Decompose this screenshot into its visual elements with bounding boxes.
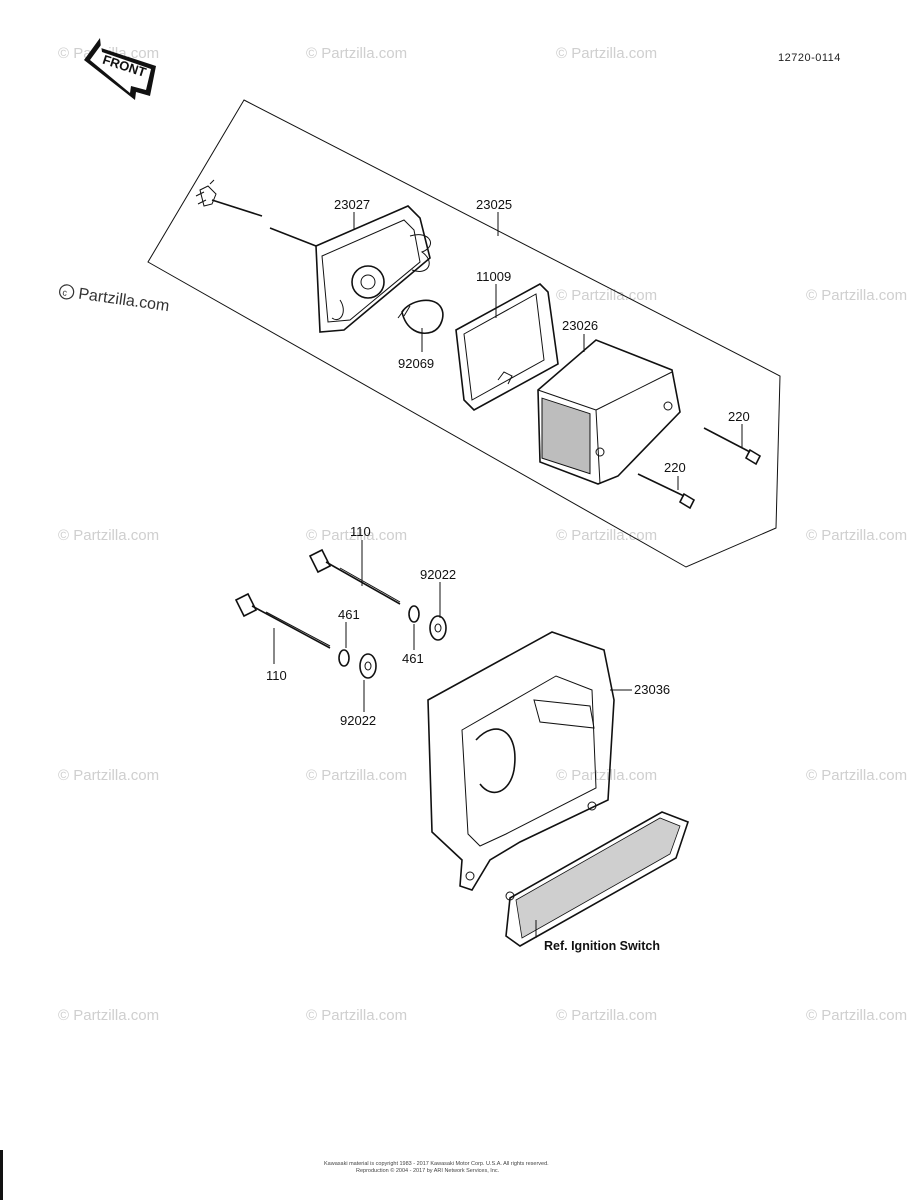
part-220-screw-lower — [637, 473, 696, 510]
diagram-code: 12720-0114 — [778, 52, 841, 64]
svg-text:c: c — [62, 287, 68, 298]
callout-461-upper: 461 — [338, 607, 360, 622]
callout-23036: 23036 — [634, 682, 670, 697]
part-220-screw-upper — [703, 427, 762, 466]
watermark: © Partzilla.com — [806, 767, 907, 784]
watermark: © Partzilla.com — [806, 1007, 907, 1024]
watermark: © Partzilla.com — [556, 767, 657, 784]
watermark: © Partzilla.com — [306, 1007, 407, 1024]
watermark: © Partzilla.com — [556, 1007, 657, 1024]
leader-lines — [273, 212, 743, 938]
part-110-bolt-upper — [308, 548, 401, 605]
watermark: © Partzilla.com — [806, 527, 907, 544]
watermark: © Partzilla.com — [58, 527, 159, 544]
callout-110-upper: 110 — [350, 524, 371, 539]
scan-edge-mark — [0, 1150, 3, 1200]
callout-92022-upper: 92022 — [420, 567, 456, 582]
callout-11009: 11009 — [476, 269, 511, 284]
callout-92069: 92069 — [398, 356, 434, 371]
callout-labels: 23027 23025 11009 92069 23026 220 220 11… — [266, 197, 750, 953]
copyright-line-1: Kawasaki material is copyright 1983 - 20… — [324, 1161, 549, 1167]
watermark: © Partzilla.com — [806, 287, 907, 304]
watermark: © Partzilla.com — [306, 767, 407, 784]
part-461-lock-washer-upper — [408, 605, 420, 623]
part-23026-lens — [537, 339, 681, 485]
callout-220-lower: 220 — [664, 460, 686, 475]
part-92022-washer-lower — [359, 653, 377, 679]
partzilla-watermark-dark: c Partzilla.com — [59, 284, 170, 316]
watermark: © Partzilla.com — [306, 527, 407, 544]
watermark-text: Partzilla.com — [77, 286, 170, 316]
part-110-bolt-lower — [234, 592, 331, 649]
callout-ref-ignition-switch: Ref. Ignition Switch — [544, 939, 660, 953]
watermark: © Partzilla.com — [58, 767, 159, 784]
assembly-23025-boundary — [147, 99, 781, 568]
callout-110-lower: 110 — [266, 668, 287, 683]
watermark: © Partzilla.com — [556, 527, 657, 544]
part-92022-washer-upper — [429, 615, 447, 641]
part-461-lock-washer-lower — [338, 649, 350, 667]
callout-23026: 23026 — [562, 318, 598, 333]
watermark: © Partzilla.com — [556, 287, 657, 304]
copyright-footer: Kawasaki material is copyright 1983 - 20… — [324, 1161, 549, 1174]
part-23036-bracket — [427, 631, 615, 891]
part-92069-bulb — [397, 299, 444, 334]
callout-461-lower: 461 — [402, 651, 424, 666]
reflector-plate — [505, 811, 690, 947]
watermark: © Partzilla.com — [556, 45, 657, 62]
callout-92022-lower: 92022 — [340, 713, 376, 728]
watermark: © Partzilla.com — [306, 45, 407, 62]
watermark: © Partzilla.com — [58, 1007, 159, 1024]
watermark-grid: © Partzilla.com © Partzilla.com © Partzi… — [58, 45, 907, 1024]
part-23027-socket — [315, 205, 431, 333]
front-arrow-icon: FRONT — [84, 38, 156, 100]
callout-220-upper: 220 — [728, 409, 750, 424]
callout-23025: 23025 — [476, 197, 512, 212]
copyright-line-2: Reproduction © 2004 - 2017 by ARI Networ… — [356, 1167, 500, 1174]
wire-harness — [195, 179, 317, 247]
part-11009-gasket — [455, 283, 559, 411]
callout-23027: 23027 — [334, 197, 370, 212]
